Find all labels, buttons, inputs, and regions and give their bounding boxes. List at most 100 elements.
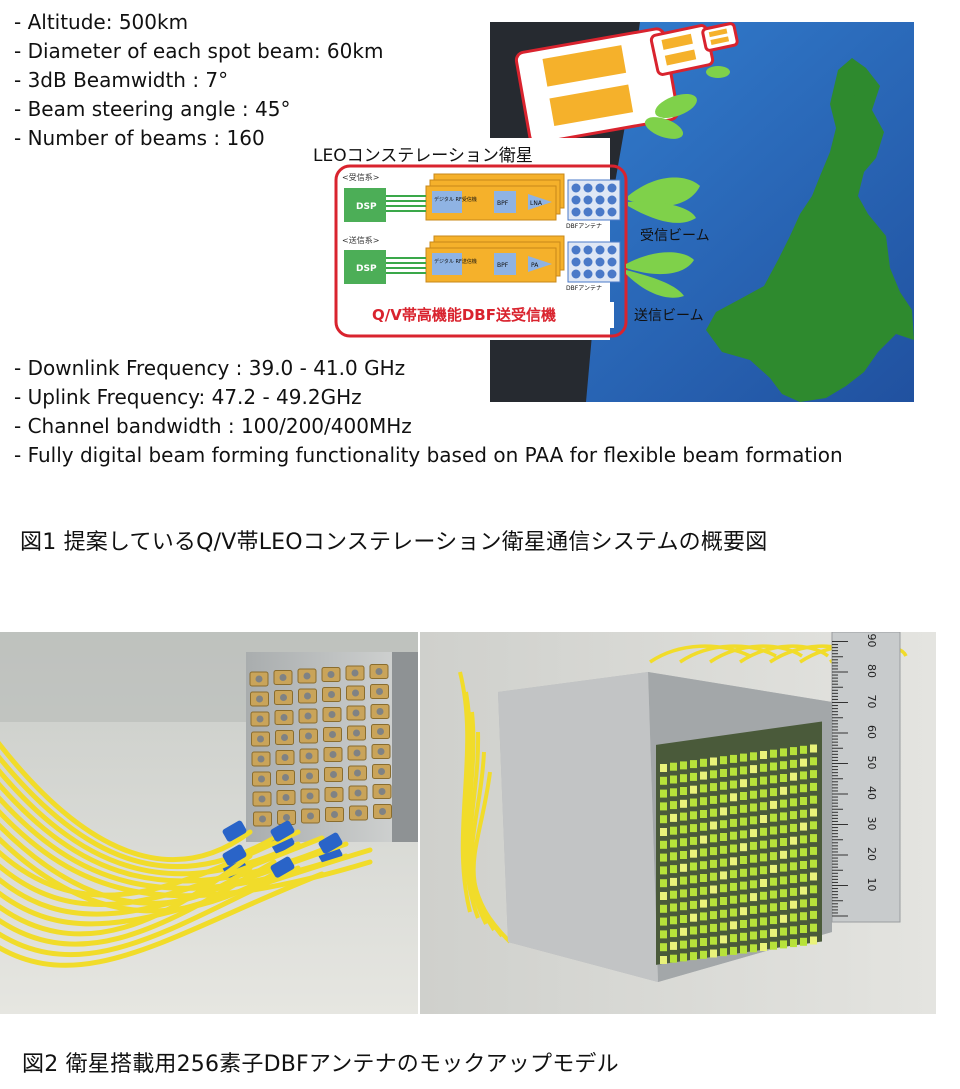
- connector-pin: [307, 812, 314, 820]
- rx-lna-label: LNA: [530, 200, 543, 207]
- connector-pin: [351, 669, 359, 677]
- fiber-cable: [679, 644, 777, 664]
- patch-element: [740, 753, 747, 762]
- patch-element: [790, 939, 797, 948]
- tx-rf-label: デジタル RF送信機: [434, 258, 477, 265]
- patch-element: [800, 809, 807, 818]
- lc-connector: [270, 856, 295, 878]
- patch-element: [710, 949, 717, 958]
- patch-element: [710, 936, 717, 945]
- patch-element: [800, 899, 807, 908]
- antenna-element-grid: [660, 744, 817, 964]
- patch-element: [750, 931, 757, 940]
- patch-element: [780, 825, 787, 834]
- connector-pin: [280, 714, 288, 721]
- patch-element: [710, 872, 717, 881]
- antenna-element: [583, 183, 593, 193]
- patch-element: [660, 930, 667, 939]
- antenna-element: [607, 245, 617, 255]
- patch-element: [760, 879, 767, 887]
- patch-element: [710, 783, 717, 792]
- patch-element: [760, 943, 767, 951]
- patch-element: [810, 757, 817, 766]
- patch-element: [670, 941, 677, 950]
- patch-element: [810, 744, 817, 753]
- connector-pin: [303, 672, 311, 680]
- connector-pin: [354, 789, 362, 797]
- connector-pin: [353, 749, 361, 757]
- patch-element: [670, 826, 677, 835]
- patch-element: [770, 916, 777, 925]
- patch-element: [810, 885, 817, 894]
- patch-element: [810, 936, 817, 945]
- patch-element: [670, 916, 677, 925]
- connector-pin: [259, 815, 266, 823]
- ruler-label: 50: [865, 756, 878, 770]
- patch-element: [660, 866, 667, 875]
- antenna-element: [607, 269, 617, 279]
- connector-pin: [376, 688, 383, 695]
- connector-pin: [255, 675, 263, 683]
- connector-grid: [249, 664, 392, 827]
- ruler-label: 80: [865, 664, 878, 678]
- antenna-element: [595, 183, 605, 193]
- antenna-element: [583, 257, 593, 267]
- patch-element: [760, 751, 767, 759]
- patch-element: [690, 926, 697, 935]
- patch-element: [660, 802, 667, 811]
- connector-pin: [256, 715, 264, 723]
- patch-element: [700, 899, 707, 908]
- patch-element: [750, 944, 757, 953]
- antenna-element: [607, 257, 617, 267]
- patch-element: [770, 749, 777, 758]
- patch-element: [800, 912, 807, 921]
- patch-element: [790, 811, 797, 820]
- patch-element: [720, 807, 727, 816]
- patch-element: [730, 882, 737, 891]
- ruler-label: 10: [865, 878, 878, 892]
- connector-pin: [329, 751, 337, 758]
- figure1-caption: 図1 提案しているQ/V帯LEOコンステレーション衛星通信システムの概要図: [20, 530, 768, 555]
- patch-element: [790, 747, 797, 756]
- patch-element: [800, 771, 807, 780]
- connector-pin: [330, 791, 338, 798]
- patch-element: [800, 784, 807, 793]
- patch-element: [730, 934, 737, 943]
- patch-element: [740, 932, 747, 941]
- patch-element: [690, 824, 697, 833]
- patch-element: [790, 887, 797, 896]
- rx-dsp-block: [344, 188, 386, 222]
- connector-pin: [377, 748, 385, 755]
- patch-element: [700, 950, 707, 959]
- patch-element: [800, 886, 807, 895]
- tx-pa-amp: [528, 256, 552, 272]
- fiber-cable: [458, 671, 472, 913]
- patch-element: [750, 880, 757, 889]
- patch-element: [680, 761, 687, 770]
- patch-element: [740, 881, 747, 890]
- patch-element: [660, 789, 667, 798]
- ruler: [831, 632, 901, 923]
- patch-element: [770, 852, 777, 861]
- fiber-cable: [0, 853, 253, 937]
- patch-element: [740, 779, 747, 788]
- patch-element: [760, 904, 767, 913]
- patch-element: [780, 863, 787, 872]
- spec-number-of-beams: - Number of beams : 160: [14, 126, 265, 150]
- patch-element: [710, 923, 717, 932]
- patch-element: [750, 905, 757, 914]
- patch-element: [730, 780, 737, 789]
- spec-digital-beamforming: - Fully digital beam forming functionali…: [14, 443, 843, 467]
- patch-element: [730, 806, 737, 815]
- patch-element: [680, 927, 687, 936]
- spec-spot-diameter: - Diameter of each spot beam: 60km: [14, 39, 384, 63]
- patch-element: [790, 772, 797, 781]
- patch-element: [710, 898, 717, 907]
- fiber-cable: [0, 847, 373, 927]
- patch-element: [800, 937, 807, 946]
- tx-antenna-label: DBFアンテナ: [566, 285, 602, 292]
- patch-element: [720, 820, 727, 829]
- patch-element: [680, 812, 687, 821]
- patch-element: [700, 886, 707, 895]
- patch-element: [670, 903, 677, 912]
